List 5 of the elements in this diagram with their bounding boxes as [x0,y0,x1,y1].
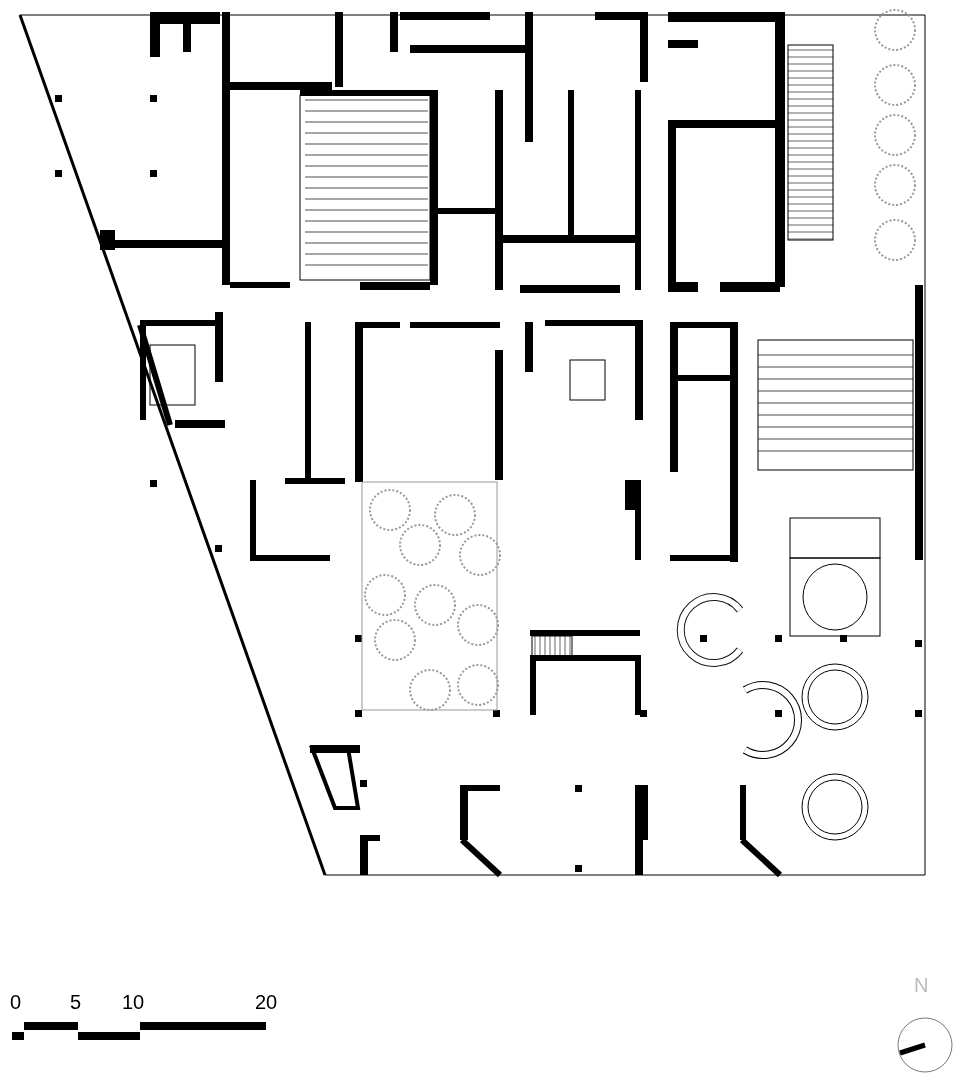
north-label: N [914,975,929,995]
scale-label: 10 [122,992,145,1012]
scale-label: 0 [10,992,22,1012]
scale-label: 20 [255,992,278,1012]
scale-label: 5 [70,992,82,1012]
